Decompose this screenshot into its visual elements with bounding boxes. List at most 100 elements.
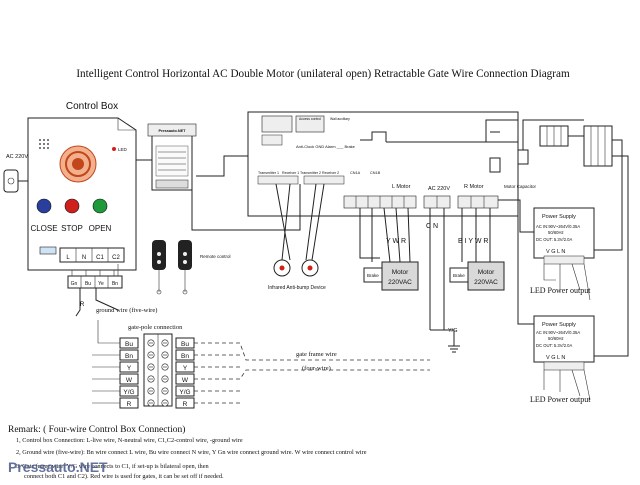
led-power-output-2: LED Power output [530,395,591,404]
gate-pole-left-labels: Bu Bn Y W Y/G R [119,337,139,409]
power-supply-2: Power Supply AC IN:90V~264V/0.35A 50/60H… [533,315,595,371]
control-box-label: Control Box [66,101,118,112]
gate-pole-right-labels: Bu Bn Y W Y/G R [175,337,195,409]
left-motor: Y W R Brake Motor 220VAC [363,238,419,291]
open-label: OPEN [89,224,112,233]
receiver-module: Pressauto.NET [147,123,197,191]
svg-text:R Motor: R Motor [464,184,484,190]
svg-text:AC IN:90V~264V/0.35A: AC IN:90V~264V/0.35A [536,330,580,335]
svg-text:B I Y W R: B I Y W R [458,238,488,245]
svg-text:Motor: Motor [478,269,495,276]
ground-terminal-block: Gn Bu Ye Bn [67,275,123,289]
watermark: Pressauto.NET [8,459,108,475]
gate-frame-wire-label: gate frame wire [296,351,337,358]
svg-text:Y/G: Y/G [123,389,134,396]
open-button[interactable] [92,198,108,214]
svg-text:Wall auxiliary: Wall auxiliary [330,117,350,121]
svg-text:Power Supply: Power Supply [542,214,576,220]
siren-dial [59,145,97,183]
svg-text:Bn: Bn [112,281,118,287]
svg-text:C1: C1 [96,255,104,261]
ground-r-label: R [80,302,85,308]
speaker-grille [39,139,49,149]
remote-control-label: Remote control [200,254,231,259]
svg-text:Y: Y [183,365,188,372]
svg-text:V G L N: V G L N [546,249,565,255]
svg-text:DC OUT: 5.3V/2.0A: DC OUT: 5.3V/2.0A [536,343,573,348]
svg-text:Receiver 2: Receiver 2 [322,171,339,175]
svg-text:Power Supply: Power Supply [542,322,576,328]
svg-text:L: L [66,255,70,261]
svg-text:CN1A: CN1A [350,171,361,175]
svg-text:Y: Y [127,365,132,372]
main-control-board: Access control Wall auxiliary Anti-Clock… [247,111,519,217]
gate-pole-label: gate-pole connection [128,324,183,331]
svg-text:C N: C N [426,223,438,230]
remark-line-1: 1, Control box Connection: L-live wire, … [16,437,243,444]
svg-text:Bu: Bu [125,341,133,348]
svg-text:R: R [127,401,132,408]
svg-text:L Motor: L Motor [392,184,411,190]
svg-text:220VAC: 220VAC [388,279,412,286]
svg-text:Gn: Gn [71,281,78,287]
right-motor: B I Y W R Brake Motor 220VAC [449,238,505,291]
wiring [92,119,629,404]
remark-title: Remark: ( Four-wire Control Box Connecti… [8,424,185,435]
svg-text:Brake: Brake [367,273,379,278]
svg-text:Bu: Bu [181,341,189,348]
infrared-sensor-icon [273,259,319,277]
svg-text:Access control: Access control [299,117,321,121]
svg-text:R: R [183,401,188,408]
svg-text:Bn: Bn [181,353,189,360]
svg-text:V G L N: V G L N [546,355,565,361]
svg-text:Pressauto.NET: Pressauto.NET [158,129,186,133]
svg-text:Transmitter 2: Transmitter 2 [300,171,321,175]
power-supply-1: Power Supply AC IN:90V~264V/0.35A 50/60H… [533,207,595,265]
gate-frame-wire-sub: (four-wire) [302,365,331,372]
svg-text:AC IN:90V~264V/0.35A: AC IN:90V~264V/0.35A [536,224,580,229]
remark-line-4: connect both C1 and C2). Red wire is use… [24,473,224,480]
svg-text:Brake: Brake [453,273,465,278]
svg-text:Receiver 1: Receiver 1 [282,171,299,175]
svg-text:W: W [126,377,133,384]
svg-text:Ye: Ye [98,281,104,287]
svg-text:220VAC: 220VAC [474,279,498,286]
led-power-output-1: LED Power output [530,286,591,295]
svg-text:C2: C2 [112,255,120,261]
svg-text:W: W [182,377,189,384]
led-indicator [112,147,116,151]
svg-text:AC 220V: AC 220V [428,186,450,192]
gate-pole-terminal [143,333,173,407]
svg-text:Bn: Bn [125,353,133,360]
close-button[interactable] [36,198,52,214]
svg-text:Transmitter 1: Transmitter 1 [258,171,279,175]
stop-button[interactable] [64,198,80,214]
svg-text:N: N [82,255,86,261]
power-plug-icon [3,169,28,193]
motor-capacitor-label: Motor Capacitor [504,184,537,189]
infrared-label: Infrared Anti-bump Device [268,285,326,291]
right-terminal-block [539,125,613,167]
close-label: CLOSE [30,224,57,233]
remote-control-icon [152,240,192,295]
control-terminal-strip: L N C1 C2 [39,246,125,263]
svg-text:Y/G: Y/G [179,389,190,396]
svg-text:CN1B: CN1B [370,171,381,175]
svg-text:50/60Hz: 50/60Hz [548,336,564,341]
remark-line-3: 3, Gate frame wire: Y/G wire connects to… [16,463,209,470]
svg-text:50/60Hz: 50/60Hz [548,230,564,235]
control-box: LED CLOSE STOP OPEN L N C1 C2 [27,117,137,271]
yg-label: Y/G [448,328,457,334]
led-label: LED [118,147,128,152]
anti-clock-label: Anti-Clock GND Alarm ___ Brake [296,144,356,149]
svg-text:Motor: Motor [392,269,409,276]
ac-input-label: AC 220V [6,154,28,160]
ground-wire-label: ground wire (five-wire) [96,307,157,314]
stop-label: STOP [61,224,83,233]
remark-line-2: 2, Ground wire (five-wire): Bn wire conn… [16,449,367,456]
svg-text:DC OUT: 5.3V/2.0A: DC OUT: 5.3V/2.0A [536,237,573,242]
diagram-title: Intelligent Control Horizontal AC Double… [76,68,570,80]
svg-text:Bu: Bu [85,281,91,287]
